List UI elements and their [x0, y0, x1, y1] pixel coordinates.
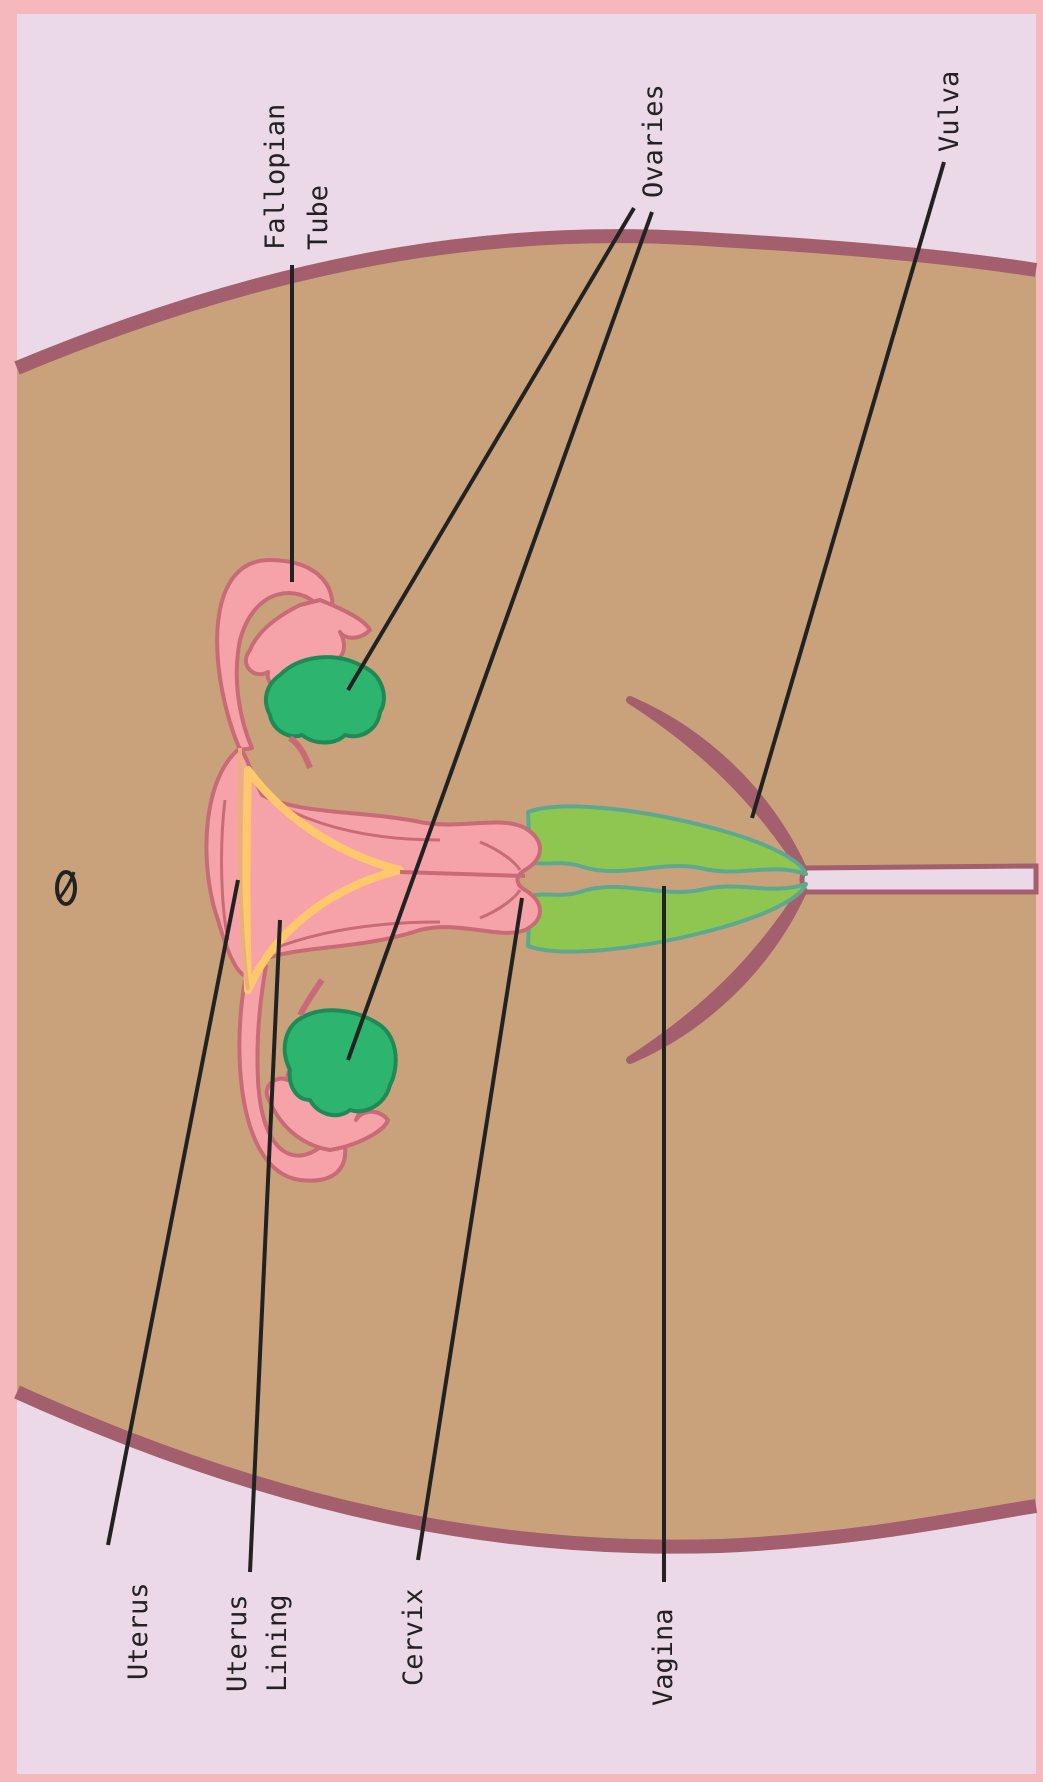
- label-vulva: Vulva: [934, 71, 965, 152]
- label-fallopian-tube-line2: Tube: [303, 185, 334, 250]
- label-vagina: Vagina: [648, 1608, 679, 1706]
- label-uterus: Uterus: [123, 1582, 154, 1680]
- label-fallopian-tube-line1: Fallopian: [260, 104, 291, 250]
- leg-gap: [802, 866, 1036, 892]
- label-cervix: Cervix: [398, 1588, 429, 1686]
- label-ovaries: Ovaries: [638, 84, 669, 198]
- label-uterus-lining-line1: Uterus: [222, 1594, 253, 1692]
- ovary-lower: [285, 1010, 396, 1115]
- ovary-upper: [266, 657, 384, 742]
- label-uterus-lining-line2: Lining: [262, 1594, 293, 1692]
